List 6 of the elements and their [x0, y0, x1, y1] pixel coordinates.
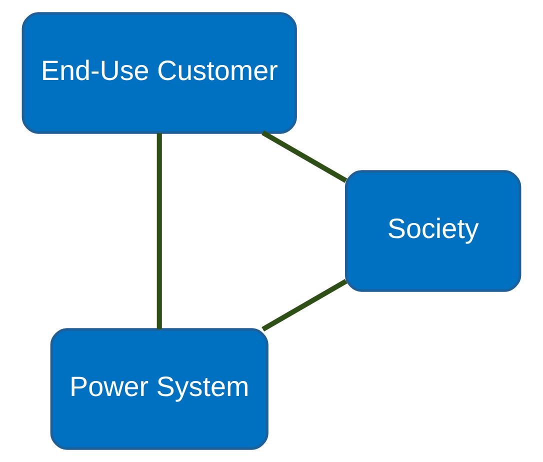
connector	[156, 133, 162, 330]
connector	[262, 279, 348, 332]
node-box: End-Use Customer	[22, 12, 297, 134]
connector	[262, 130, 348, 183]
node-box: Power System	[50, 328, 268, 450]
node-box: Society	[344, 170, 522, 292]
